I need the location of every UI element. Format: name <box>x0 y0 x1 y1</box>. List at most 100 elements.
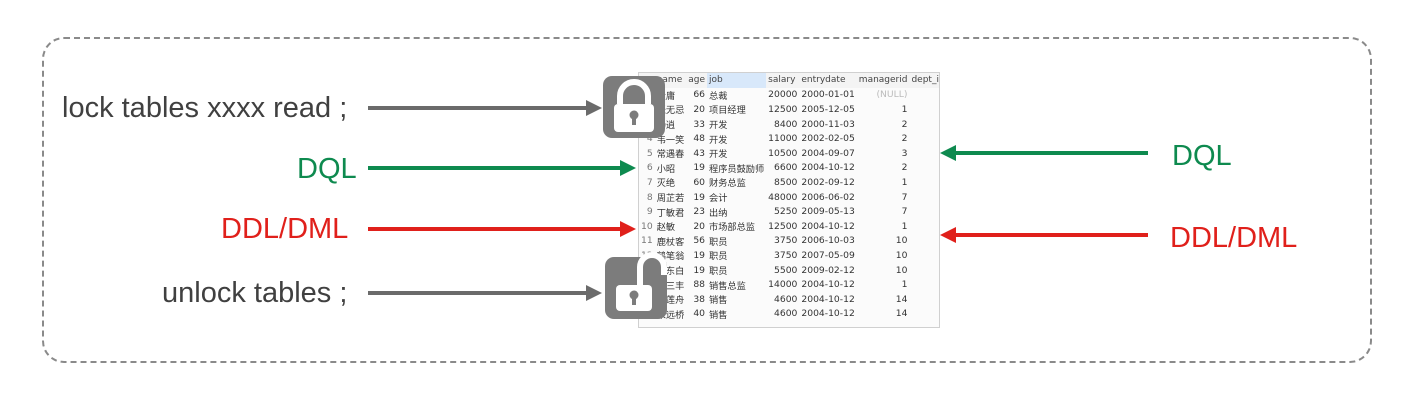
table-cell: 2002-02-05 <box>801 133 855 145</box>
table-cell: 销售总监 <box>709 280 746 292</box>
table-cell: 1 <box>909 146 940 161</box>
table-row: 16宋远桥40销售46002004-10-12144 <box>639 307 940 322</box>
table-cell: 19 <box>693 249 706 261</box>
table-cell: 10 <box>895 264 908 276</box>
dql-right-arrow <box>940 145 1148 161</box>
table-cell: 2004-10-12 <box>801 279 855 291</box>
table-cell: 5 <box>909 88 940 103</box>
table-cell: 2004-10-12 <box>801 162 855 174</box>
table-cell: 10 <box>895 249 908 261</box>
column-header: managerid <box>856 73 910 88</box>
table-cell: 19 <box>693 162 706 174</box>
table-cell: 14000 <box>768 279 798 291</box>
table-cell: 5500 <box>774 264 798 276</box>
table-cell: 4 <box>646 133 653 145</box>
table-cell: 灭绝 <box>656 178 676 190</box>
table-cell: 小昭 <box>656 163 676 175</box>
table-cell: 6 <box>646 162 653 174</box>
table-cell: 2 <box>909 219 940 234</box>
table-row: 13方东白19职员55002009-02-12102 <box>639 263 940 278</box>
padlock-open-icon <box>605 252 667 319</box>
table-cell: 48000 <box>768 191 798 203</box>
table-cell: 2 <box>901 162 908 174</box>
table-cell: 5 <box>646 147 653 159</box>
padlock-closed-icon <box>603 76 665 138</box>
table-cell: 10 <box>641 220 653 232</box>
table-cell: 4 <box>909 277 940 292</box>
table-cell: 张无忌 <box>656 105 685 117</box>
dql-left-label: DQL <box>297 153 357 185</box>
table-cell: 职员 <box>709 251 728 263</box>
table-cell: 7 <box>901 206 908 218</box>
table-cell: 销售 <box>709 309 728 321</box>
table-cell: 60 <box>693 176 706 188</box>
table-cell: 宋远桥 <box>656 309 685 321</box>
table-cell: 会计 <box>709 193 728 205</box>
table-cell: 88 <box>693 279 706 291</box>
table-cell: 职员 <box>709 266 728 278</box>
table-cell: 4600 <box>774 293 798 305</box>
dashed-frame <box>42 37 1372 363</box>
table-cell: 48 <box>693 133 706 145</box>
table-cell: 38 <box>693 293 706 305</box>
table-cell: 9 <box>646 206 653 218</box>
table-cell: 职员 <box>709 236 728 248</box>
table-cell: 2006-10-03 <box>801 235 855 247</box>
table-cell: 19 <box>693 264 706 276</box>
table-cell: 常遇春 <box>656 149 685 161</box>
table-cell: 杨逍 <box>656 120 676 132</box>
unlock-arrow <box>368 285 602 301</box>
unlock-tables-label: unlock tables ; <box>162 277 348 309</box>
table-cell: 4600 <box>774 308 798 320</box>
table-cell: 40 <box>693 308 706 320</box>
table-cell: 12500 <box>768 220 798 232</box>
table-cell: 20 <box>693 103 706 115</box>
column-header: job <box>707 73 767 88</box>
table-cell: 1 <box>901 279 908 291</box>
table-cell: 赵敏 <box>656 222 676 234</box>
table-cell: 2009-02-12 <box>801 264 855 276</box>
table-cell: 2004-10-12 <box>801 220 855 232</box>
table-cell: 3750 <box>774 249 798 261</box>
table-cell: 2007-05-09 <box>801 249 855 261</box>
table-cell: 10 <box>895 235 908 247</box>
table-cell: 2006-06-02 <box>801 191 855 203</box>
table-cell: 5250 <box>774 206 798 218</box>
ddl-dml-left-label: DDL/DML <box>221 213 349 245</box>
table-cell: 2004-10-12 <box>801 308 855 320</box>
table-cell: 金庸 <box>656 90 676 102</box>
table-cell: 2002-09-12 <box>801 176 855 188</box>
table-row: 3杨逍33开发84002000-11-0321 <box>639 117 939 132</box>
table-cell: 1 <box>909 161 940 176</box>
table-header-row: name age job salary entrydate managerid … <box>639 73 939 88</box>
table-cell: 23 <box>693 206 706 218</box>
ddl-dml-left-arrow <box>368 221 636 237</box>
table-cell: 俞莲舟 <box>656 295 685 307</box>
column-header: dept_id <box>909 73 939 88</box>
table-cell: 3 <box>909 175 940 190</box>
table-cell: 3 <box>901 147 908 159</box>
dql-left-arrow <box>368 160 636 176</box>
table-cell: 6600 <box>774 162 798 174</box>
table-cell: 1 <box>909 102 940 117</box>
table-cell: 2005-12-05 <box>801 103 855 115</box>
table-cell: 2000-11-03 <box>801 118 855 130</box>
table-cell: 20 <box>693 220 706 232</box>
table-cell: 2004-09-07 <box>801 147 855 159</box>
table-cell: 市场部总监 <box>709 222 755 234</box>
table-cell: 2 <box>909 263 940 278</box>
table-cell: 10500 <box>768 147 798 159</box>
table-cell: 2000-01-01 <box>801 89 855 101</box>
table-cell: 开发 <box>709 149 728 161</box>
table-cell: 开发 <box>709 134 728 146</box>
table-cell: 4 <box>909 307 940 322</box>
table-cell: 3750 <box>774 235 798 247</box>
